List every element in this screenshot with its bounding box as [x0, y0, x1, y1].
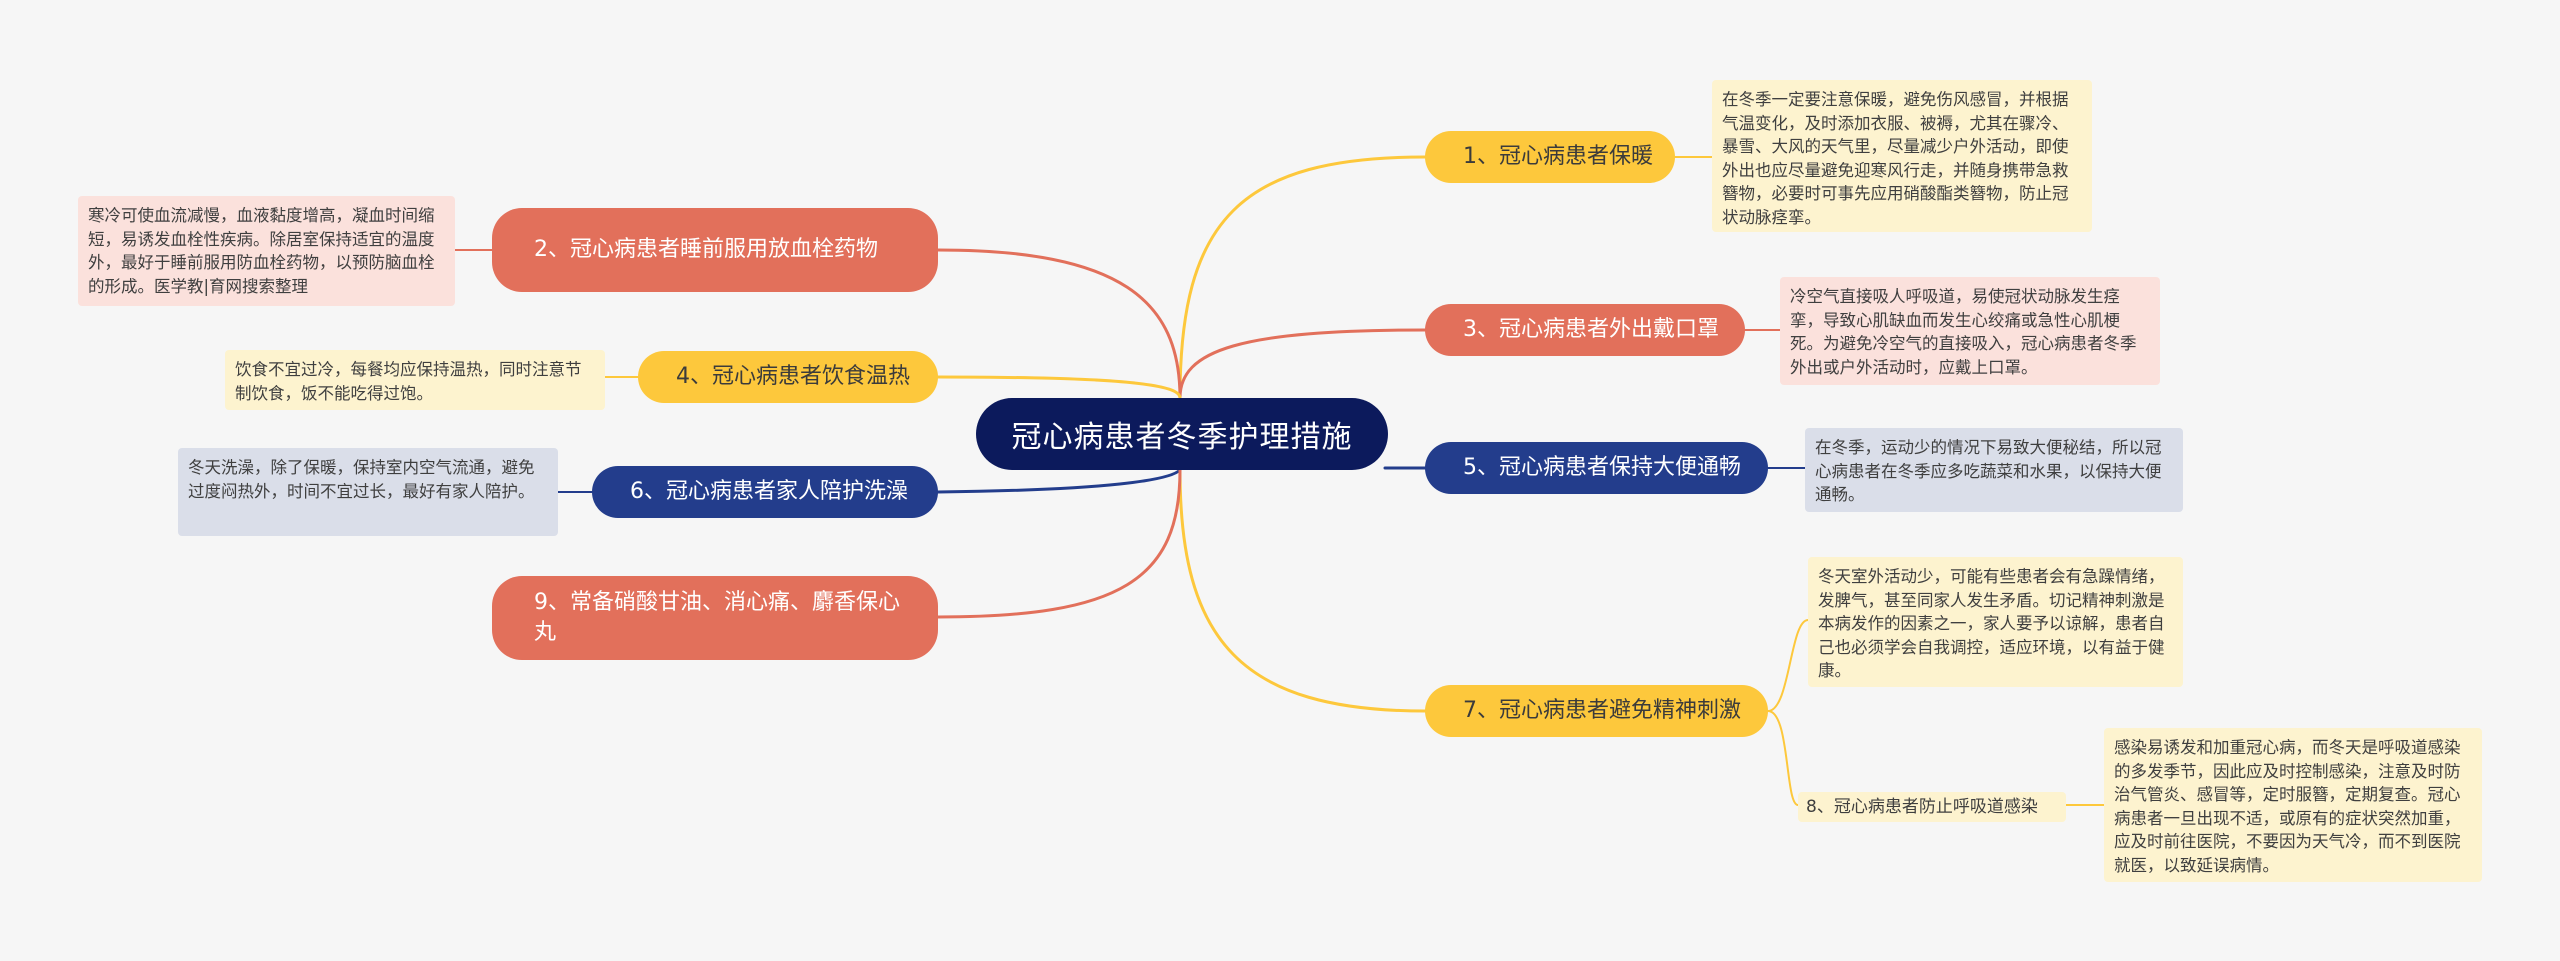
link-t7-s8 [1767, 710, 1799, 806]
note-keep-warm: 在冬季一定要注意保暖，避免伤风感冒，并根据气温变化，及时添加衣服、被褥，尤其在骤… [1712, 80, 2092, 232]
topic-keep-warm[interactable]: 1、冠心病患者保暖 [1425, 131, 1675, 183]
topic-warm-diet[interactable]: 4、冠心病患者饮食温热 [638, 351, 938, 403]
link-root-t4 [936, 375, 1182, 400]
note-wear-mask: 冷空气直接吸人呼吸道，易使冠状动脉发生痉挛，导致心肌缺血而发生心绞痛或急性心肌梗… [1780, 277, 2160, 385]
topic-bowel-movement[interactable]: 5、冠心病患者保持大便通畅 [1425, 442, 1768, 494]
link-root-t9 [936, 468, 1182, 619]
link-root-t2 [936, 248, 1182, 400]
note-accompanied-bathing: 冬天洗澡，除了保暖，保持室内空气流通，避免过度闷热外，时间不宜过长，最好有家人陪… [178, 448, 558, 536]
note-antithrombotic-medication: 寒冷可使血流减慢，血液黏度增高，凝血时间缩短，易诱发血栓性疾病。除居室保持适宜的… [78, 196, 455, 306]
subtopic-prevent-respiratory-infection[interactable]: 8、冠心病患者防止呼吸道感染 [1798, 792, 2066, 822]
topic-accompanied-bathing[interactable]: 6、冠心病患者家人陪护洗澡 [592, 466, 938, 518]
link-t7-n7 [1767, 619, 1809, 712]
link-root-t1 [1178, 155, 1427, 400]
note-avoid-mental-stimulation: 冬天室外活动少，可能有些患者会有急躁情绪，发脾气，甚至同家人发生矛盾。切记精神刺… [1808, 557, 2183, 687]
topic-avoid-mental-stimulation[interactable]: 7、冠心病患者避免精神刺激 [1425, 685, 1768, 737]
topic-antithrombotic-medication[interactable]: 2、冠心病患者睡前服用放血栓药物 [492, 208, 938, 292]
topic-wear-mask[interactable]: 3、冠心病患者外出戴口罩 [1425, 304, 1745, 356]
note-warm-diet: 饮食不宜过冷，每餐均应保持温热，同时注意节制饮食，饭不能吃得过饱。 [225, 350, 605, 410]
link-root-t6 [936, 468, 1182, 494]
link-root-t3 [1178, 328, 1427, 400]
link-root-t7 [1178, 468, 1427, 713]
central-topic[interactable]: 冠心病患者冬季护理措施 [976, 398, 1388, 470]
topic-emergency-medicines[interactable]: 9、常备硝酸甘油、消心痛、麝香保心丸 [492, 576, 938, 660]
note-prevent-respiratory-infection: 感染易诱发和加重冠心病，而冬天是呼吸道感染的多发季节，因此应及时控制感染，注意及… [2104, 728, 2482, 882]
note-bowel-movement: 在冬季，运动少的情况下易致大便秘结，所以冠心病患者在冬季应多吃蔬菜和水果，以保持… [1805, 428, 2183, 512]
